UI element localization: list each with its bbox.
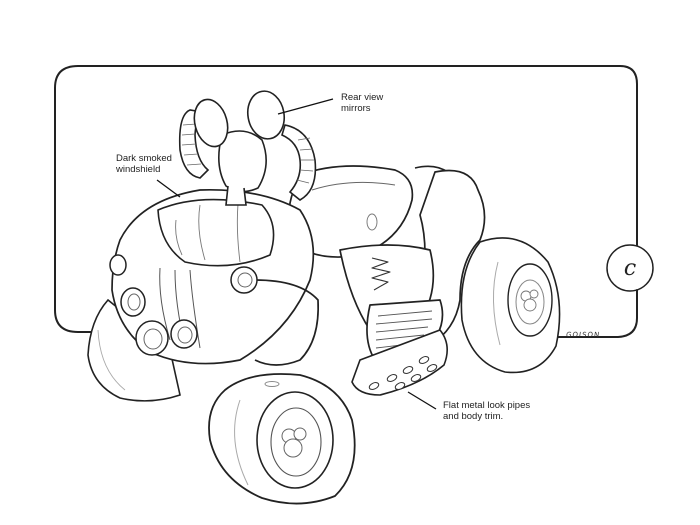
frame-border xyxy=(54,65,654,338)
leader-lines xyxy=(156,98,437,410)
callout-flat-metal-pipes: Flat metal look pipes and body trim. xyxy=(443,400,530,422)
callout-mirrors-line1: Rear view xyxy=(341,92,384,103)
artist-signature: GOISON xyxy=(565,331,601,339)
callout-windshield-line1: Dark smoked xyxy=(116,153,172,164)
front-right-wheel xyxy=(208,373,356,505)
front-left-wheel xyxy=(87,298,181,402)
vehicle-body xyxy=(287,165,486,361)
callout-mirrors-line2: mirrors xyxy=(341,103,371,114)
side-pipe-trim xyxy=(351,329,448,396)
frame-tab-letter: c xyxy=(623,255,637,281)
callout-pipes-line2: and body trim. xyxy=(443,411,504,422)
callout-windshield-line2: windshield xyxy=(116,164,161,175)
callout-pipes-line1: Flat metal look pipes xyxy=(443,400,531,411)
headlights xyxy=(109,254,258,356)
callout-rear-view-mirrors: Rear view mirrors xyxy=(341,92,383,114)
rear-right-wheel xyxy=(460,237,561,374)
front-hood xyxy=(111,188,320,366)
callout-dark-smoked-windshield: Dark smoked windshield xyxy=(116,153,172,175)
handlebar-mirrors xyxy=(178,90,317,206)
